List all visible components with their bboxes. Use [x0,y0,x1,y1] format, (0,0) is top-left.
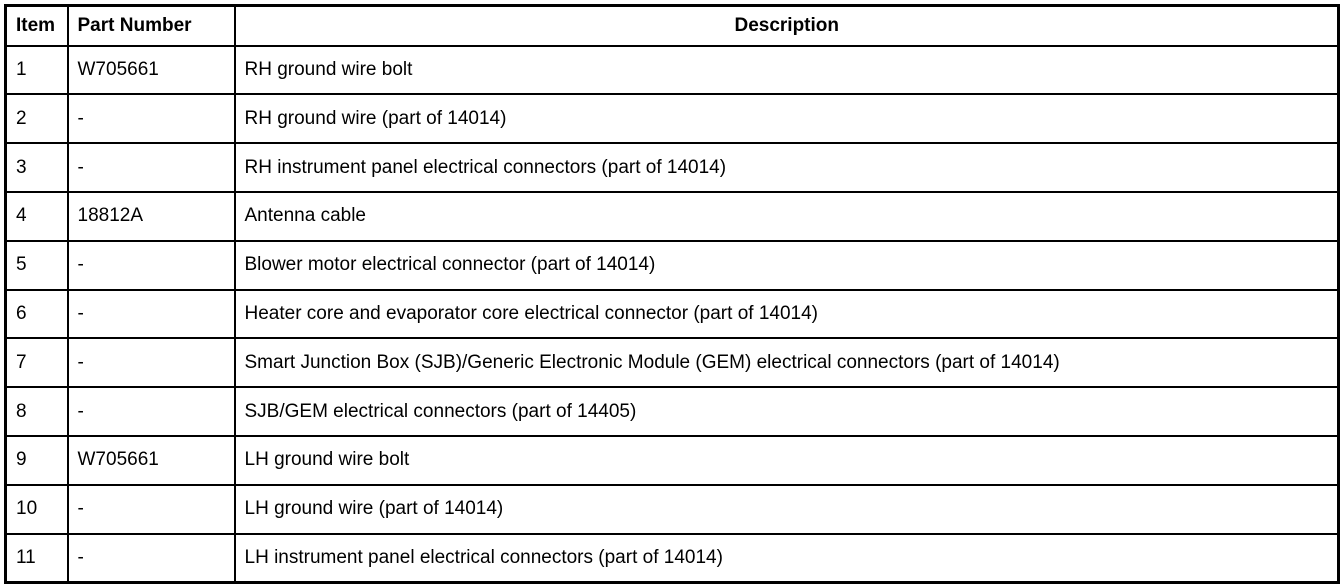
cell-description: SJB/GEM electrical connectors (part of 1… [233,386,1340,437]
table-row: 9 W705661 LH ground wire bolt [4,435,1340,486]
column-header-item: Item [4,4,69,47]
table-row: 2 - RH ground wire (part of 14014) [4,93,1340,145]
column-header-part-number: Part Number [66,4,236,47]
cell-part-number: - [66,142,236,193]
cell-item: 8 [4,386,69,437]
cell-part-number: 18812A [66,190,236,242]
cell-description: Blower motor electrical connector (part … [233,239,1340,291]
cell-part-number: W705661 [66,435,236,486]
table-row: 3 - RH instrument panel electrical conne… [4,142,1340,193]
table-row: 8 - SJB/GEM electrical connectors (part … [4,386,1340,437]
table-row: 1 W705661 RH ground wire bolt [4,44,1340,96]
cell-item: 4 [4,190,69,242]
table-header-row: Item Part Number Description [4,4,1340,47]
cell-description: LH ground wire bolt [233,435,1340,486]
cell-part-number: - [66,337,236,389]
cell-item: 7 [4,337,69,389]
cell-item: 9 [4,435,69,486]
cell-item: 11 [4,532,69,584]
cell-description: LH instrument panel electrical connector… [233,532,1340,584]
table-body: 1 W705661 RH ground wire bolt 2 - RH gro… [4,44,1340,584]
cell-part-number: - [66,239,236,291]
cell-description: RH ground wire (part of 14014) [233,93,1340,145]
table-row: 10 - LH ground wire (part of 14014) [4,483,1340,535]
table-row: 4 18812A Antenna cable [4,190,1340,242]
table-row: 7 - Smart Junction Box (SJB)/Generic Ele… [4,337,1340,389]
cell-item: 6 [4,288,69,340]
column-header-description: Description [233,4,1340,47]
cell-description: RH ground wire bolt [233,44,1340,96]
cell-part-number: - [66,532,236,584]
cell-item: 10 [4,483,69,535]
cell-part-number: - [66,483,236,535]
cell-description: Smart Junction Box (SJB)/Generic Electro… [233,337,1340,389]
parts-table: Item Part Number Description 1 W705661 R… [4,4,1340,584]
cell-description: LH ground wire (part of 14014) [233,483,1340,535]
cell-part-number: W705661 [66,44,236,96]
table-row: 5 - Blower motor electrical connector (p… [4,239,1340,291]
cell-description: RH instrument panel electrical connector… [233,142,1340,193]
cell-description: Antenna cable [233,190,1340,242]
cell-description: Heater core and evaporator core electric… [233,288,1340,340]
cell-part-number: - [66,288,236,340]
table-row: 11 - LH instrument panel electrical conn… [4,532,1340,584]
cell-item: 5 [4,239,69,291]
cell-item: 2 [4,93,69,145]
table-row: 6 - Heater core and evaporator core elec… [4,288,1340,340]
cell-item: 1 [4,44,69,96]
cell-part-number: - [66,386,236,437]
cell-item: 3 [4,142,69,193]
cell-part-number: - [66,93,236,145]
